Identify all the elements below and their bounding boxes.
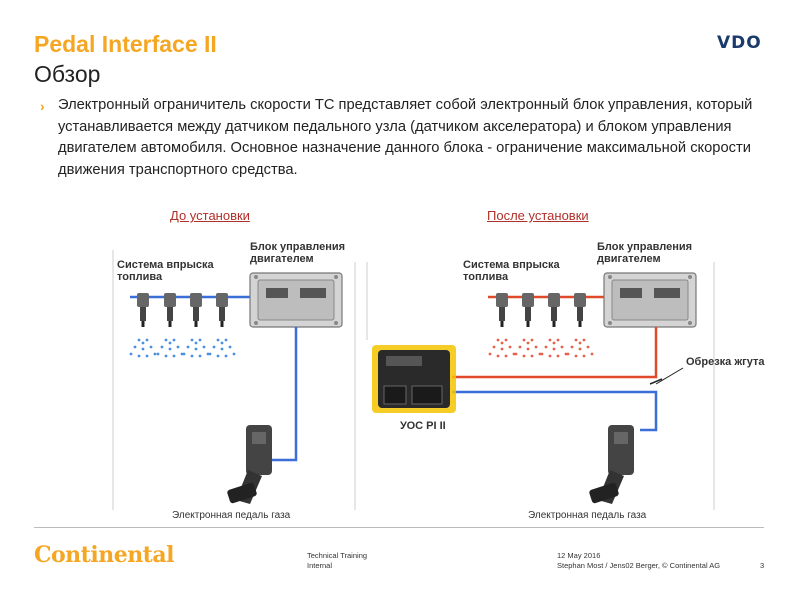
before-ecu xyxy=(249,272,343,328)
before-ecu-label: Блок управления двигателем xyxy=(250,241,346,265)
before-injection-label: Система впрыска топлива xyxy=(117,259,214,283)
before-panel-frame xyxy=(112,250,356,510)
footer-authors: Stephan Most / Jens02 Berger, © Continen… xyxy=(557,561,721,570)
after-ecu-label: Блок управления двигателем xyxy=(597,241,693,265)
continental-logo: Continental xyxy=(34,542,174,568)
after-injectors xyxy=(488,293,610,358)
before-pedal-label: Электронная педаль газа xyxy=(172,510,291,521)
before-injectors xyxy=(129,293,258,358)
footer-divider xyxy=(34,527,764,528)
after-ecu xyxy=(603,272,697,328)
slide-subtitle: Обзор xyxy=(34,61,101,87)
footer-date: 12 May 2016 xyxy=(557,551,601,560)
slide-title: Pedal Interface II xyxy=(34,31,217,57)
before-pedal xyxy=(227,425,272,504)
ocs-module-label: УОС PI II xyxy=(400,420,446,432)
before-heading: До установки xyxy=(170,208,250,223)
page-number: 3 xyxy=(760,561,765,570)
footer-classification: Internal xyxy=(307,561,333,570)
after-injection-label: Система впрыска топлива xyxy=(463,259,560,283)
after-panel-frame xyxy=(366,262,715,510)
footer-training: Technical Training xyxy=(307,551,368,560)
bullet-text: Электронный ограничитель скорости ТС пре… xyxy=(58,97,753,178)
bullet-chevron-icon: › xyxy=(40,98,45,114)
after-heading: После установки xyxy=(487,208,589,223)
after-pedal-label: Электронная педаль газа xyxy=(528,510,647,521)
vdo-logo: VDO xyxy=(717,33,762,53)
harness-cut-label: Обрезка жгута xyxy=(686,356,765,368)
ocs-module xyxy=(372,345,456,413)
after-pedal xyxy=(589,425,634,504)
